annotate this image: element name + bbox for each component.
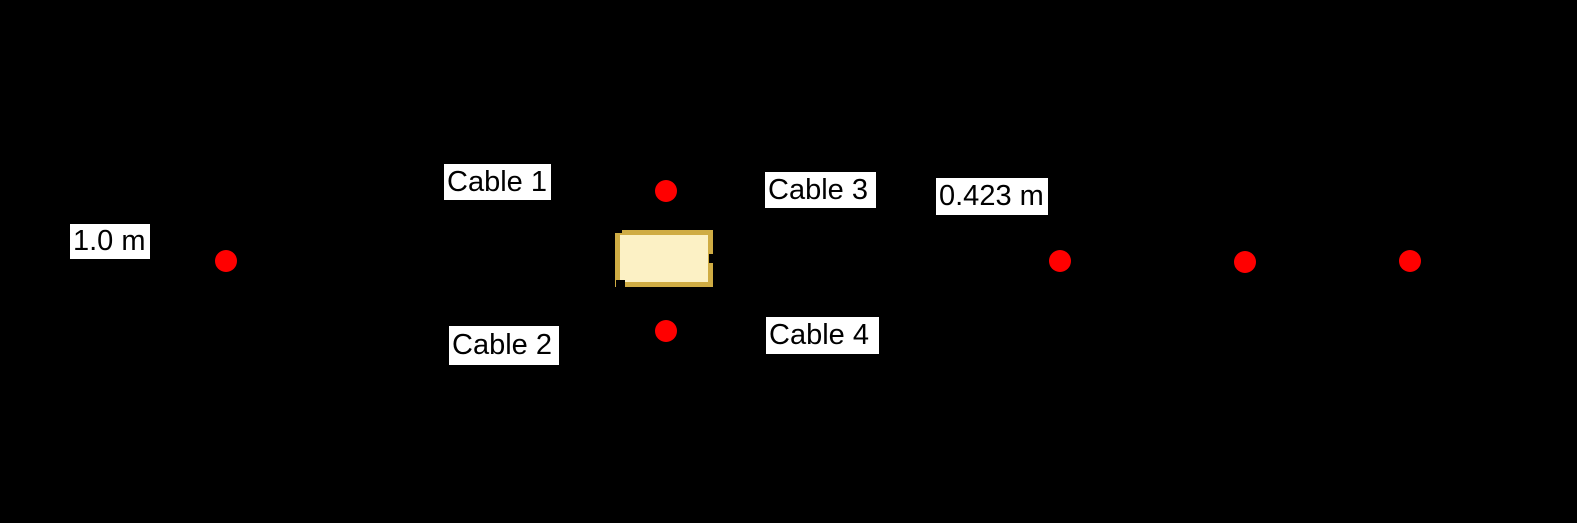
junction-point-bottom[interactable]	[655, 320, 677, 342]
anchor-point-right-1[interactable]	[1049, 250, 1071, 272]
label-cable-1: Cable 1	[444, 164, 551, 200]
anchor-point-right-2[interactable]	[1234, 251, 1256, 273]
cable-attachment-mark	[614, 226, 622, 233]
anchor-point-right-3[interactable]	[1399, 250, 1421, 272]
anchor-point-left[interactable]	[215, 250, 237, 272]
label-cable-3: Cable 3	[765, 172, 876, 208]
weight-block[interactable]	[615, 230, 713, 287]
label-length-right: 0.423 m	[936, 178, 1048, 215]
junction-point-top[interactable]	[655, 180, 677, 202]
cable-attachment-mark	[709, 254, 715, 263]
label-cable-4: Cable 4	[766, 317, 879, 354]
label-length-left: 1.0 m	[70, 224, 150, 259]
label-cable-2: Cable 2	[449, 326, 559, 365]
cable-attachment-mark	[616, 280, 625, 288]
